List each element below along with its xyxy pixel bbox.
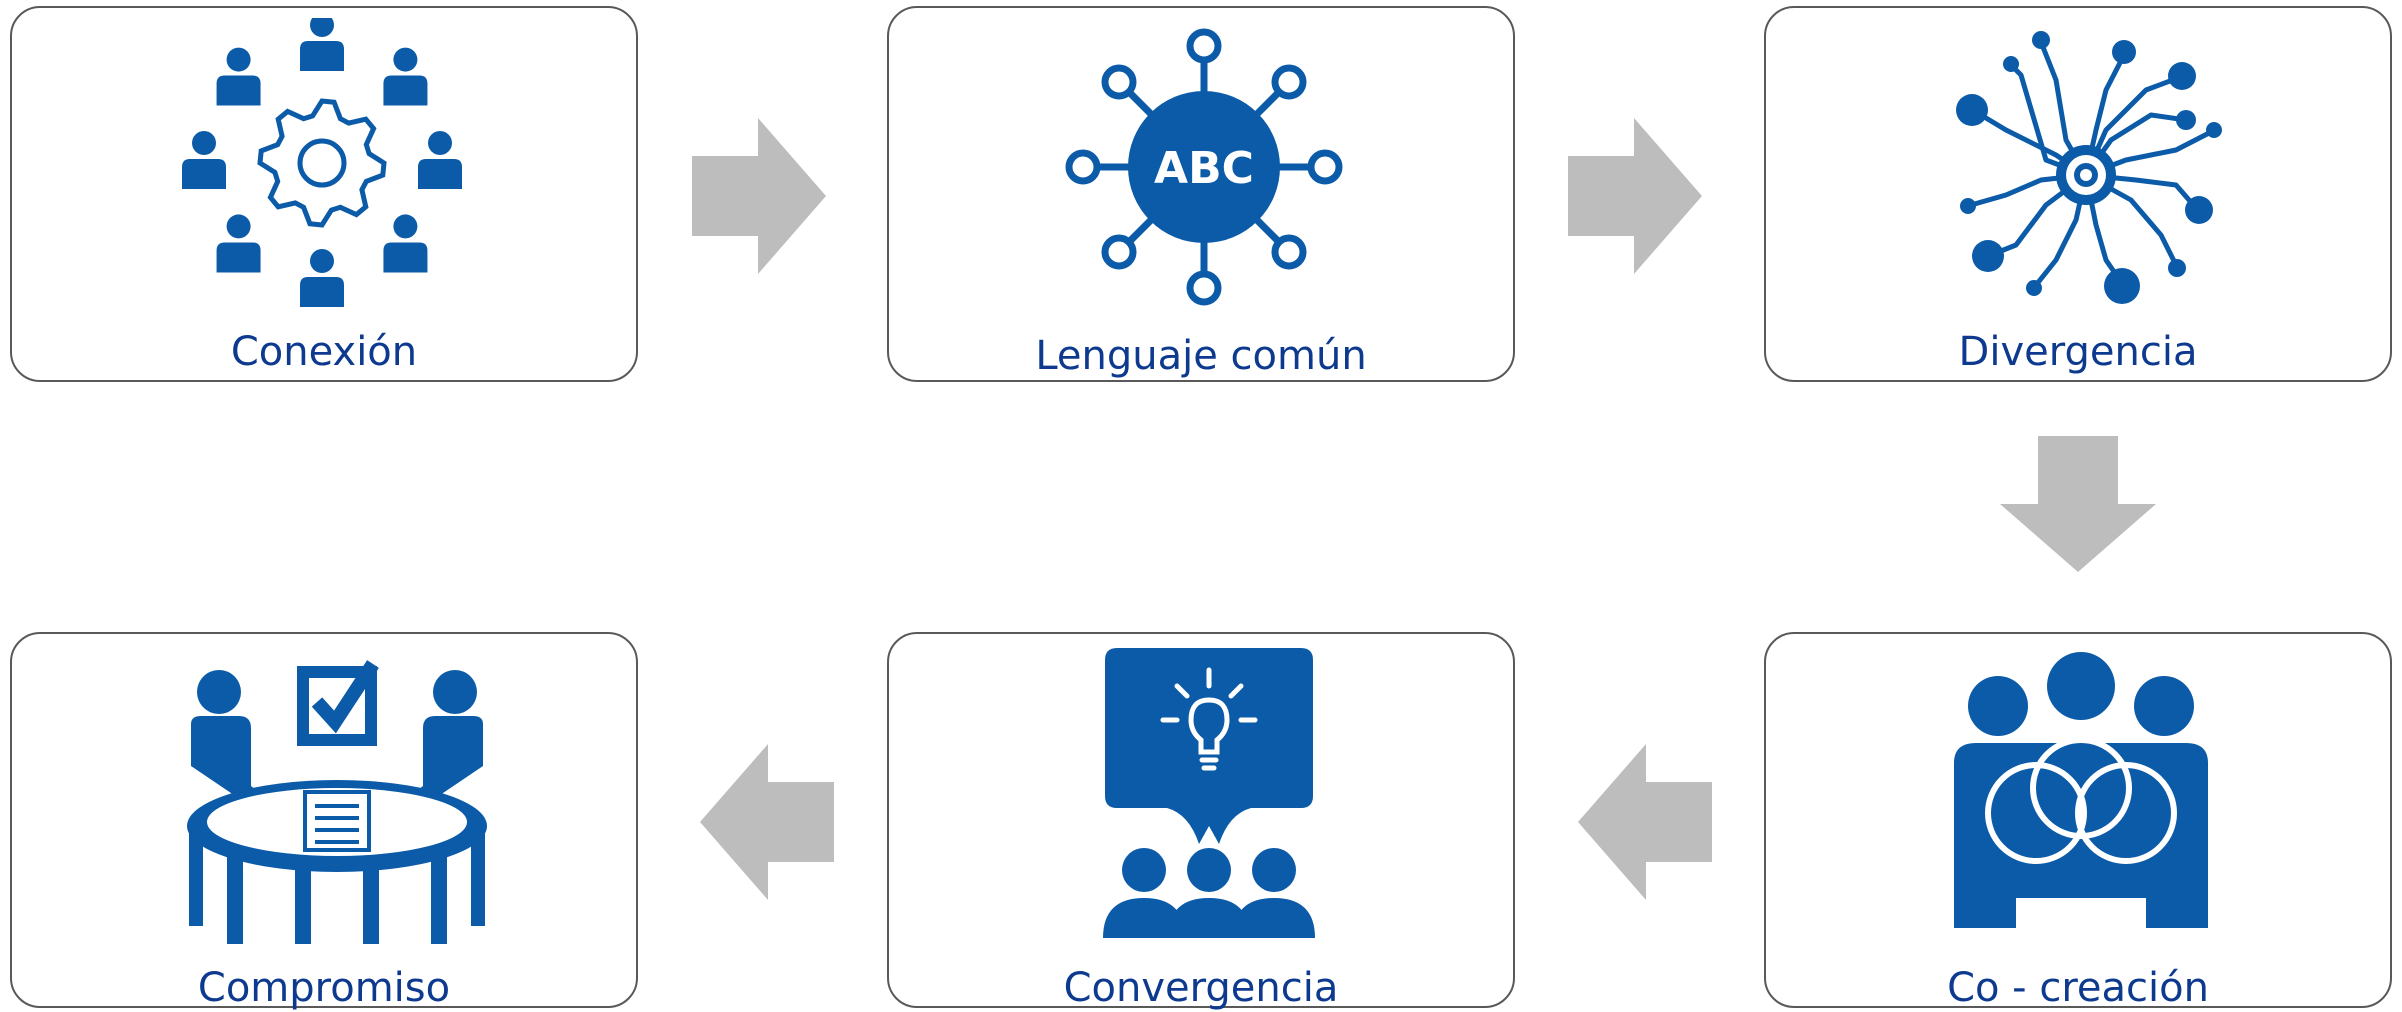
person-body	[300, 41, 344, 71]
person-head	[226, 47, 251, 72]
step-label: Lenguaje común	[1035, 333, 1367, 379]
person-body	[300, 277, 344, 307]
arrow-right	[1568, 118, 1702, 274]
step-label: Compromiso	[197, 965, 451, 1011]
person-head	[192, 131, 216, 155]
abc-network-icon: ABC	[1065, 28, 1343, 306]
person-body	[383, 75, 428, 106]
arrow-left	[1578, 744, 1712, 900]
step-card-conexion: Conexión	[10, 6, 638, 382]
team-overlapping-circles-icon	[1954, 652, 2208, 928]
person-head	[226, 214, 251, 239]
person-body	[383, 242, 428, 273]
person-head	[310, 18, 334, 37]
person-head	[310, 249, 334, 273]
person-body	[216, 242, 261, 273]
step-card-convergencia: Convergencia	[887, 632, 1515, 1011]
step-card-divergencia: Divergencia	[1764, 6, 2392, 382]
person-body	[216, 75, 261, 106]
step-label: Convergencia	[1063, 965, 1339, 1011]
arrow-left	[700, 744, 834, 900]
arrow-right	[692, 118, 826, 274]
audience-idea-board-icon	[1103, 648, 1315, 938]
step-card-lenguaje-comun: ABC Lenguaje común	[887, 6, 1515, 382]
meeting-table-checkmark-icon	[187, 660, 487, 944]
step-card-co-creacion: Co - creación	[1764, 632, 2392, 1011]
arrow-down	[2000, 436, 2156, 572]
person-head	[428, 131, 452, 155]
circuit-burst-icon	[1956, 31, 2222, 304]
person-head	[393, 214, 418, 239]
abc-text: ABC	[1154, 143, 1254, 194]
step-label: Divergencia	[1958, 329, 2198, 375]
step-card-compromiso: Compromiso	[10, 632, 638, 1011]
person-head	[393, 47, 418, 72]
person-body	[182, 159, 226, 189]
person-body	[418, 159, 462, 189]
people-around-gear-icon	[182, 18, 462, 307]
step-label: Conexión	[230, 329, 418, 375]
step-label: Co - creación	[1947, 965, 2209, 1011]
